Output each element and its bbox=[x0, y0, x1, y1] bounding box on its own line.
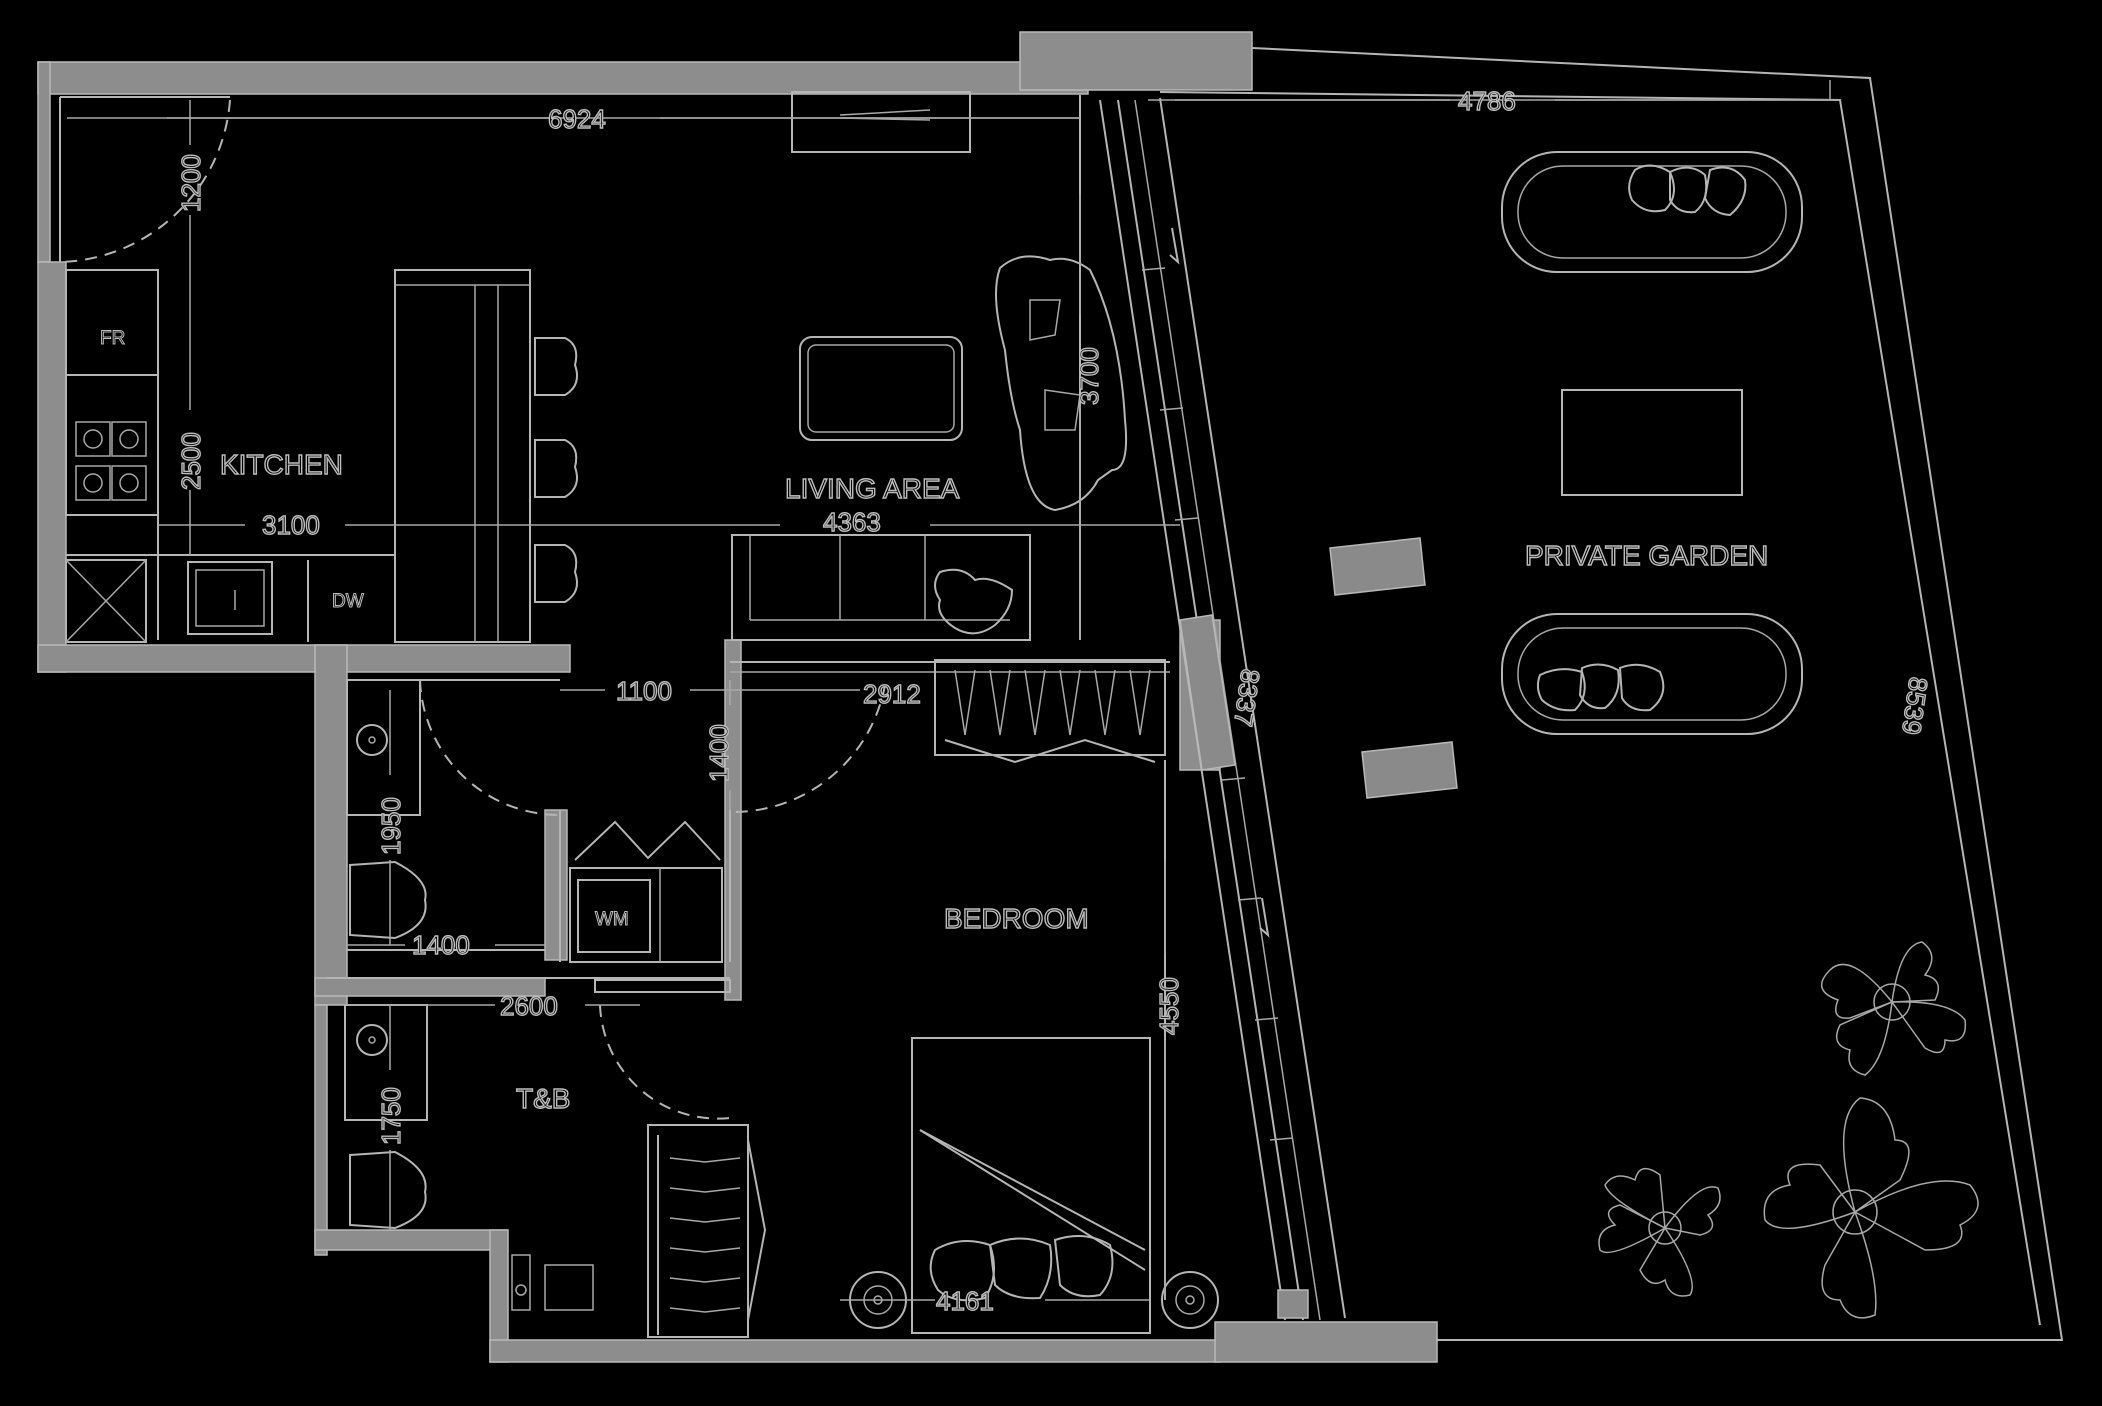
dim-2912: 2912 bbox=[863, 679, 921, 709]
dim-4786: 4786 bbox=[1458, 86, 1516, 116]
bathroom-lower bbox=[327, 977, 731, 1311]
dim-1200: 1200 bbox=[176, 154, 206, 212]
room-label-living-area: LIVING AREA bbox=[785, 473, 960, 504]
room-label-bedroom: BEDROOM bbox=[944, 903, 1089, 934]
dim-3100: 3100 bbox=[262, 510, 320, 540]
dim-2500: 2500 bbox=[176, 432, 206, 490]
glass-facade bbox=[1099, 97, 1346, 1321]
dim-1950: 1950 bbox=[376, 797, 406, 855]
room-label-private-garden: PRIVATE GARDEN bbox=[1525, 540, 1768, 571]
dim-4161: 4161 bbox=[936, 1286, 994, 1316]
cooktop bbox=[75, 421, 147, 501]
wardrobe-hangers bbox=[954, 669, 1151, 736]
dim-1400-horizontal: 1400 bbox=[412, 930, 470, 960]
walls bbox=[37, 31, 1438, 1363]
plant-icon bbox=[1821, 941, 1967, 1076]
dim-4550: 4550 bbox=[1154, 977, 1184, 1035]
dim-4363: 4363 bbox=[823, 507, 881, 537]
room-label-kitchen: KITCHEN bbox=[220, 449, 343, 480]
dimension-lines bbox=[67, 99, 1830, 1301]
dim-1100: 1100 bbox=[616, 676, 672, 706]
kitchen-zone bbox=[59, 96, 578, 643]
plant-icon bbox=[1598, 1167, 1721, 1297]
garden-furniture bbox=[1329, 151, 1803, 799]
room-label-tnb: T&B bbox=[516, 1083, 570, 1114]
washing-machine-label: WM bbox=[595, 909, 629, 930]
dim-1750: 1750 bbox=[376, 1087, 406, 1145]
dim-1400-vertical: 1400 bbox=[704, 724, 734, 782]
dim-2600: 2600 bbox=[500, 991, 558, 1021]
dim-8539: 8539 bbox=[1896, 675, 1934, 736]
dim-3700: 3700 bbox=[1074, 347, 1104, 405]
hallway-zone bbox=[347, 659, 1170, 963]
plant-icon bbox=[1763, 1097, 1979, 1319]
dishwasher-label: DW bbox=[332, 591, 364, 612]
bathroom-upper bbox=[346, 679, 545, 951]
dim-6924: 6924 bbox=[548, 104, 606, 134]
fridge-label: FR bbox=[100, 328, 125, 349]
wardrobe-hangers bbox=[669, 1157, 741, 1313]
